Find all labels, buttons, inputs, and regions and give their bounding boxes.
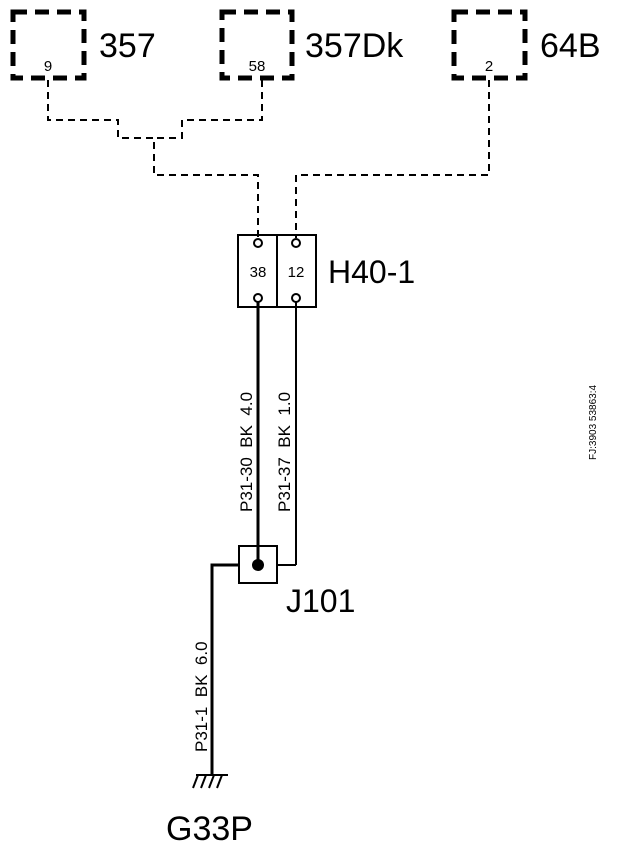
connector-pin-12-label: 12: [288, 264, 305, 281]
dashed-wire-right: [295, 80, 490, 238]
connector-pin-38-top-terminal: [253, 238, 263, 248]
component-357dk-label: 357Dk: [305, 27, 404, 65]
component-357dk: 58 357Dk: [219, 9, 404, 81]
connector-pin-12-top-terminal: [291, 238, 301, 248]
component-64b: 2 64B: [451, 9, 601, 81]
splice-dot: [252, 559, 264, 571]
component-64b-label: 64B: [540, 27, 601, 65]
ground-symbol: G33P: [166, 774, 253, 848]
ground-wire: [210, 563, 239, 775]
wire-label-p31-30: P31-30 BK 4.0: [237, 392, 256, 512]
component-357-pin-label: 9: [44, 58, 52, 75]
splice-label: J101: [286, 583, 355, 619]
figure-id-text: FJ:3903 53863:4: [588, 385, 599, 460]
component-357-label: 357: [99, 27, 156, 65]
solid-wires: [256, 302, 297, 566]
wire-label-p31-37: P31-37 BK 1.0: [275, 392, 294, 512]
splice-j101: J101: [238, 545, 355, 619]
connector-h40-1: 38 12 H40-1: [237, 234, 415, 308]
component-357dk-pin-label: 58: [249, 58, 266, 75]
dashed-wires-left: [47, 80, 263, 238]
component-64b-pin-label: 2: [485, 58, 493, 75]
component-357: 9 357: [10, 9, 156, 81]
connector-pin-38-label: 38: [250, 264, 267, 281]
connector-pin-38-bottom-terminal: [253, 293, 263, 303]
ground-label: G33P: [166, 810, 253, 848]
connector-pin-12-bottom-terminal: [291, 293, 301, 303]
wire-label-p31-1: P31-1 BK 6.0: [192, 641, 211, 752]
connector-label: H40-1: [328, 254, 415, 290]
